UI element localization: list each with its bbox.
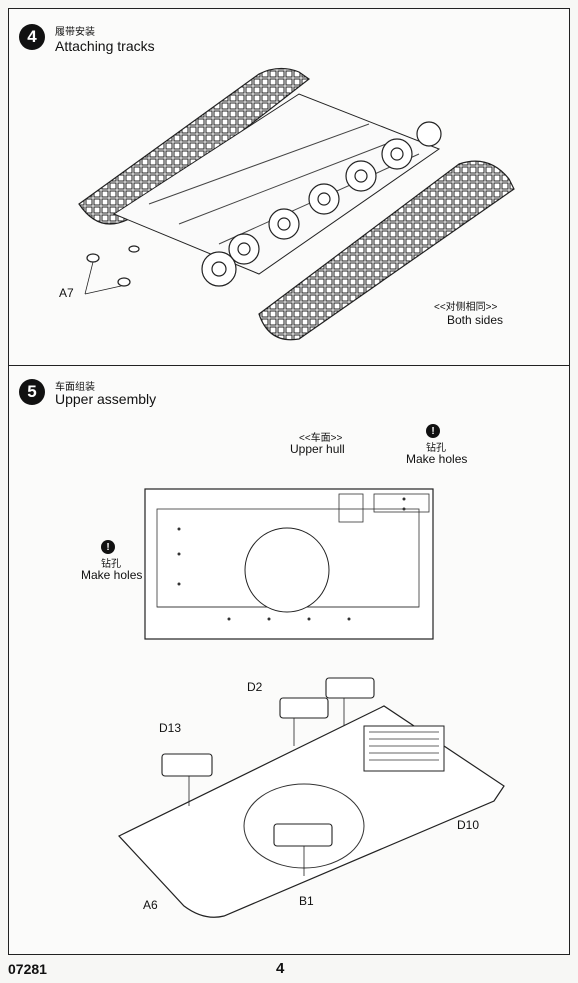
part-label-a6: A6 (143, 898, 158, 912)
upper-hull-perspective-view (118, 677, 505, 918)
upper-hull-label-zh: <<车面>> (299, 433, 343, 444)
step-4-panel: 4 履带安装 Attaching tracks (8, 8, 570, 366)
warning-icon: ! (426, 424, 440, 438)
step-title-zh: 车面组装 (55, 382, 95, 393)
step-title-en: Upper assembly (55, 391, 157, 407)
track-assembly-illustration (78, 67, 515, 341)
part-label-d13: D13 (159, 721, 182, 735)
both-sides-note-zh: <<对侧相同>> (434, 302, 498, 313)
make-holes-zh-right: 钻孔 (426, 443, 446, 454)
upper-hull-label-en: Upper hull (290, 442, 345, 456)
part-label-a7: A7 (59, 286, 74, 300)
page-number: 4 (276, 960, 285, 977)
step-number-badge: 4 (19, 24, 45, 50)
step-number-badge: 5 (19, 379, 45, 405)
product-code: 07281 (8, 961, 47, 977)
upper-hull-top-view (144, 488, 434, 640)
step-title-zh: 履带安装 (55, 27, 95, 38)
step-5-panel: 5 车面组装 Upper assembly <<车面>> Upper hull … (8, 366, 570, 955)
part-label-d2: D2 (247, 680, 263, 694)
make-holes-en-right: Make holes (406, 452, 468, 466)
part-label-b1: B1 (299, 894, 314, 908)
both-sides-note-en: Both sides (447, 313, 504, 327)
warning-icon: ! (101, 540, 115, 554)
make-holes-zh-left: 钻孔 (101, 559, 121, 570)
step-title-en: Attaching tracks (55, 38, 155, 54)
part-label-d10: D10 (457, 818, 480, 832)
make-holes-en-left: Make holes (81, 568, 143, 582)
